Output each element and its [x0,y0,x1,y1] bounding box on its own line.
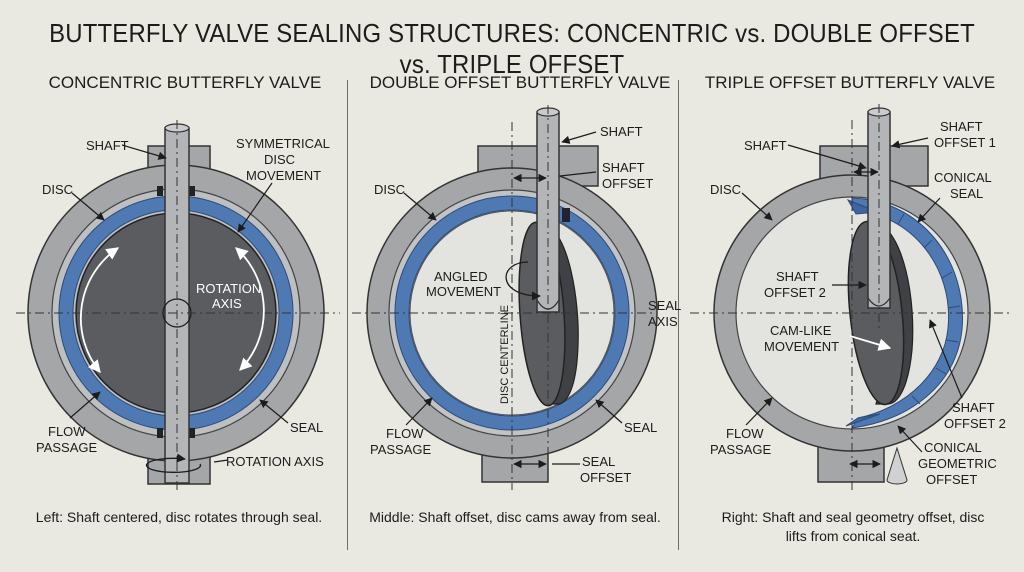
label-shaft: SHAFT [744,138,787,153]
leader-disc [71,192,105,221]
double-offset-panel-title: DOUBLE OFFSET BUTTERFLY VALVE [369,73,671,92]
leader-symmetrical [237,182,273,233]
label-seal-axis-1: SEAL [648,298,681,313]
label-conical-geo-2: GEOMETRIC [918,456,997,471]
label-shaft-offset-1b: OFFSET 1 [934,135,996,150]
seal-segments [897,213,961,405]
label-disc-centerline: DISC CENTERLINE [499,305,511,404]
label-shaft-offset-1a: SHAFT [940,119,983,134]
label-cam-like: CAM-LIKE [770,323,832,338]
concentric-valve: SHAFT SYMMETRICAL DISC MOVEMENT DISC ROT… [16,120,340,490]
angled-movement-arrow [505,261,541,301]
label-symmetrical: SYMMETRICAL [236,136,330,151]
leader-disc [741,192,773,221]
retainer [157,428,163,438]
leader-seal [259,399,289,424]
label-movement: MOVEMENT [246,168,321,183]
leader-rotation-axis [213,459,229,463]
leader-flow [69,391,101,419]
retainer [189,186,195,196]
label-cam-movement: MOVEMENT [764,339,839,354]
concentric-panel-title: CONCENTRIC BUTTERFLY VALVE [48,73,322,92]
panel-divider-left [347,80,348,550]
label-shaft-offset-2c: SHAFT [952,400,995,415]
double-offset-valve: SHAFT SHAFT OFFSET DISC ANGLED MOVEMENT … [352,105,681,490]
panel-divider-right [678,80,679,550]
leader-shaft-offset-2-lower [928,319,963,399]
leader-shaft-offset-1 [891,137,929,149]
label-disc: DISC [42,182,73,197]
label-disc: DISC [710,182,741,197]
double-offset-caption: Middle: Shaft offset, disc cams away fro… [369,509,661,525]
label-movement: MOVEMENT [426,284,501,299]
triple-offset-caption: Right: Shaft and seal geometry offset, d… [688,508,1018,546]
leader-flow [745,397,773,426]
label-flow: FLOW [726,426,764,441]
label-conical: CONICAL [934,170,992,185]
label-shaft-offset-2: OFFSET [602,176,653,191]
label-flow: FLOW [386,426,424,441]
cam-movement-arrow [849,335,892,351]
page-title: BUTTERFLY VALVE SEALING STRUCTURES: CONC… [49,18,975,79]
label-seal: SEAL [624,420,657,435]
label-passage: PASSAGE [710,442,772,457]
label-angled: ANGLED [434,269,487,284]
label-shaft-offset-2b: OFFSET 2 [764,285,826,300]
leader-shaft-offset [559,171,597,177]
label-conical-geo-3: OFFSET [926,472,977,487]
retainer [157,186,163,196]
seal-wedge-bottom [845,413,881,427]
label-disc: DISC [374,182,405,197]
label-disc-line: DISC [264,152,295,167]
label-axis: AXIS [212,296,242,311]
label-seal-offset-2: OFFSET [580,470,631,485]
label-shaft: SHAFT [86,138,129,153]
leader-disc [403,192,437,221]
rotation-axis-arrow [145,453,202,473]
label-passage: PASSAGE [370,442,432,457]
leader-shaft [561,131,597,144]
triple-caption-line-2: lifts from conical seat. [785,528,921,544]
label-conical-geo-1: CONICAL [924,440,982,455]
label-shaft-offset-2d: OFFSET 2 [944,416,1006,431]
label-passage: PASSAGE [36,440,98,455]
label-seal-axis-2: AXIS [648,314,678,329]
leader-flow [405,397,433,426]
rotation-arrow-left [79,247,120,373]
label-seal-offset-1: SEAL [582,454,615,469]
retainer [189,428,195,438]
label-shaft-offset-1: SHAFT [602,160,645,175]
leader-shaft [787,144,867,170]
triple-caption-line-1: Right: Shaft and seal geometry offset, d… [721,509,985,525]
label-rotation-axis: ROTATION AXIS [226,454,324,469]
triple-offset-panel-title: TRIPLE OFFSET BUTTERFLY VALVE [704,73,996,92]
leader-seal [595,399,623,424]
cone-icon [886,446,908,485]
label-seal: SEAL [950,186,983,201]
label-shaft: SHAFT [600,124,643,139]
leader-conical-geometric [897,425,923,453]
label-shaft-offset-2a: SHAFT [776,269,819,284]
leader-shaft [121,144,167,160]
seal-notch [562,208,570,222]
label-rotation: ROTATION [196,281,261,296]
label-seal: SEAL [290,420,323,435]
label-flow: FLOW [48,424,86,439]
rotation-arrow-right [235,247,265,371]
leader-conical-seal [917,197,941,223]
concentric-caption: Left: Shaft centered, disc rotates throu… [35,509,323,525]
triple-offset-valve: SHAFT SHAFT OFFSET 1 DISC CONICAL SEAL S… [690,104,1010,490]
